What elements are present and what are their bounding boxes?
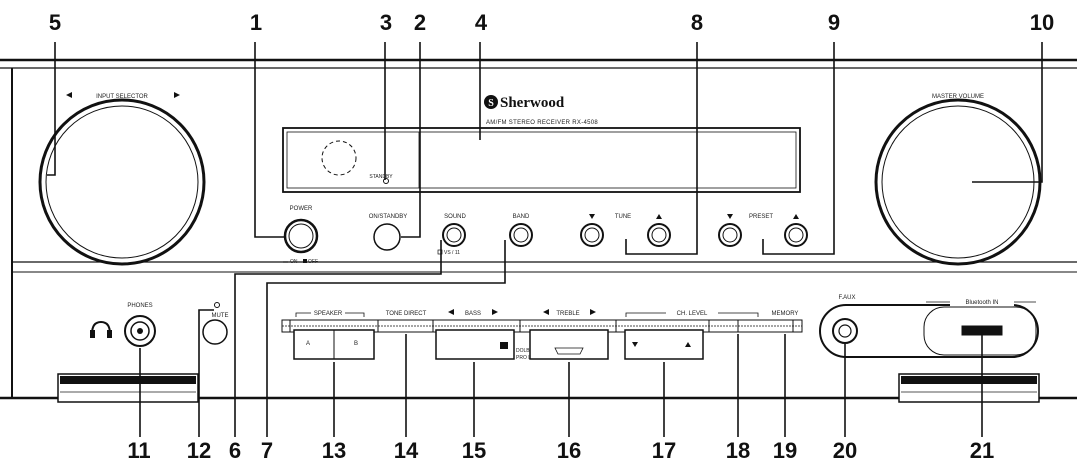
bass-left-arrow-icon bbox=[448, 309, 454, 315]
power-on-label: ON bbox=[290, 259, 298, 265]
callout-5: 5 bbox=[49, 10, 61, 35]
bluetooth-in-label-bg bbox=[950, 298, 1014, 306]
band-button[interactable] bbox=[509, 223, 533, 247]
callout-3: 3 bbox=[380, 10, 392, 35]
preset-up-button[interactable] bbox=[784, 223, 808, 247]
master-volume-label: MASTER VOLUME bbox=[932, 94, 984, 100]
preset-label: PRESET bbox=[749, 214, 773, 220]
tune-down-button[interactable] bbox=[580, 223, 604, 247]
treble-left-arrow-icon bbox=[543, 309, 549, 315]
ch-level-buttons[interactable] bbox=[624, 329, 704, 360]
mute-indicator bbox=[214, 302, 220, 308]
callout-9: 9 bbox=[828, 10, 840, 35]
on-standby-button[interactable] bbox=[373, 223, 401, 251]
power-off-marker-icon bbox=[303, 259, 307, 263]
foot-left bbox=[57, 373, 199, 403]
ch-level-down-arrow-icon bbox=[632, 342, 638, 347]
tune-down-arrow-icon bbox=[589, 214, 595, 219]
dolby-logo-icon bbox=[500, 342, 508, 349]
callout-8: 8 bbox=[691, 10, 703, 35]
speaker-b-label: B bbox=[354, 341, 358, 347]
mute-button[interactable] bbox=[202, 319, 228, 345]
callout-16: 16 bbox=[557, 438, 581, 463]
tune-up-arrow-icon bbox=[656, 214, 662, 219]
tone-direct-label: TONE DIRECT bbox=[386, 311, 427, 317]
power-button[interactable] bbox=[283, 218, 319, 254]
brand-name: Sherwood bbox=[500, 95, 565, 111]
callout-13: 13 bbox=[322, 438, 346, 463]
f-aux-jack[interactable] bbox=[832, 318, 858, 344]
sound-modes-label: VS / 11 bbox=[444, 250, 460, 256]
callout-7: 7 bbox=[261, 438, 273, 463]
callout-20: 20 bbox=[833, 438, 857, 463]
tune-up-button[interactable] bbox=[647, 223, 671, 247]
treble-buttons[interactable] bbox=[529, 329, 609, 360]
memory-label: MEMORY bbox=[772, 311, 799, 317]
speaker-a-label: A bbox=[306, 341, 310, 347]
phones-jack[interactable] bbox=[124, 315, 156, 347]
bluetooth-in-label: Bluetooth IN bbox=[965, 300, 998, 306]
callout-21: 21 bbox=[970, 438, 994, 463]
ch-level-label: CH. LEVEL bbox=[677, 311, 708, 317]
power-off-label: OFF bbox=[308, 259, 318, 265]
remote-sensor bbox=[321, 140, 357, 176]
preset-up-arrow-icon bbox=[793, 214, 799, 219]
sound-label: SOUND bbox=[444, 214, 466, 220]
tune-label: TUNE bbox=[615, 214, 631, 220]
input-selector-knob[interactable] bbox=[38, 98, 206, 266]
bass-label: BASS bbox=[465, 311, 481, 317]
phones-label: PHONES bbox=[127, 303, 152, 309]
sound-button[interactable] bbox=[442, 223, 466, 247]
callout-11: 11 bbox=[127, 438, 150, 463]
power-label: POWER bbox=[290, 206, 313, 212]
preset-down-arrow-icon bbox=[727, 214, 733, 219]
treble-right-arrow-icon bbox=[590, 309, 596, 315]
callout-12: 12 bbox=[187, 438, 211, 463]
leader-lines bbox=[47, 42, 1043, 437]
band-label: BAND bbox=[513, 214, 530, 220]
callout-15: 15 bbox=[462, 438, 486, 463]
callout-19: 19 bbox=[773, 438, 797, 463]
callout-1: 1 bbox=[250, 10, 262, 35]
foot-right bbox=[898, 373, 1040, 403]
preset-down-button[interactable] bbox=[718, 223, 742, 247]
arrow-right-icon bbox=[174, 92, 180, 98]
ch-level-up-arrow-icon bbox=[685, 342, 691, 347]
callout-14: 14 bbox=[394, 438, 419, 463]
svg-text:S: S bbox=[488, 98, 494, 109]
callout-numbers: 1 2 3 4 5 8 9 10 11 12 6 7 13 14 15 16 1… bbox=[49, 10, 1054, 463]
display-window bbox=[282, 127, 801, 193]
headphones-icon bbox=[90, 320, 112, 338]
treble-label: TREBLE bbox=[556, 311, 579, 317]
standby-indicator-label: STANDBY bbox=[369, 174, 393, 180]
callout-10: 10 bbox=[1030, 10, 1054, 35]
sound-mode-icon bbox=[437, 249, 443, 255]
arrow-left-icon bbox=[66, 92, 72, 98]
sherwood-logo-icon: S bbox=[484, 95, 498, 109]
speaker-buttons[interactable] bbox=[293, 329, 375, 360]
bass-right-arrow-icon bbox=[492, 309, 498, 315]
callout-6: 6 bbox=[229, 438, 241, 463]
mute-label: MUTE bbox=[212, 313, 229, 319]
on-standby-label: ON/STANDBY bbox=[369, 214, 408, 220]
dolby-label: DOLBY bbox=[516, 348, 534, 354]
input-selector-label: INPUT SELECTOR bbox=[96, 94, 148, 100]
f-aux-label: F.AUX bbox=[838, 295, 855, 301]
callout-17: 17 bbox=[652, 438, 676, 463]
callout-4: 4 bbox=[475, 10, 488, 35]
callout-18: 18 bbox=[726, 438, 750, 463]
model-name: AM/FM STEREO RECEIVER RX-4508 bbox=[486, 120, 598, 126]
callout-2: 2 bbox=[414, 10, 426, 35]
speaker-label: SPEAKER bbox=[314, 311, 343, 317]
